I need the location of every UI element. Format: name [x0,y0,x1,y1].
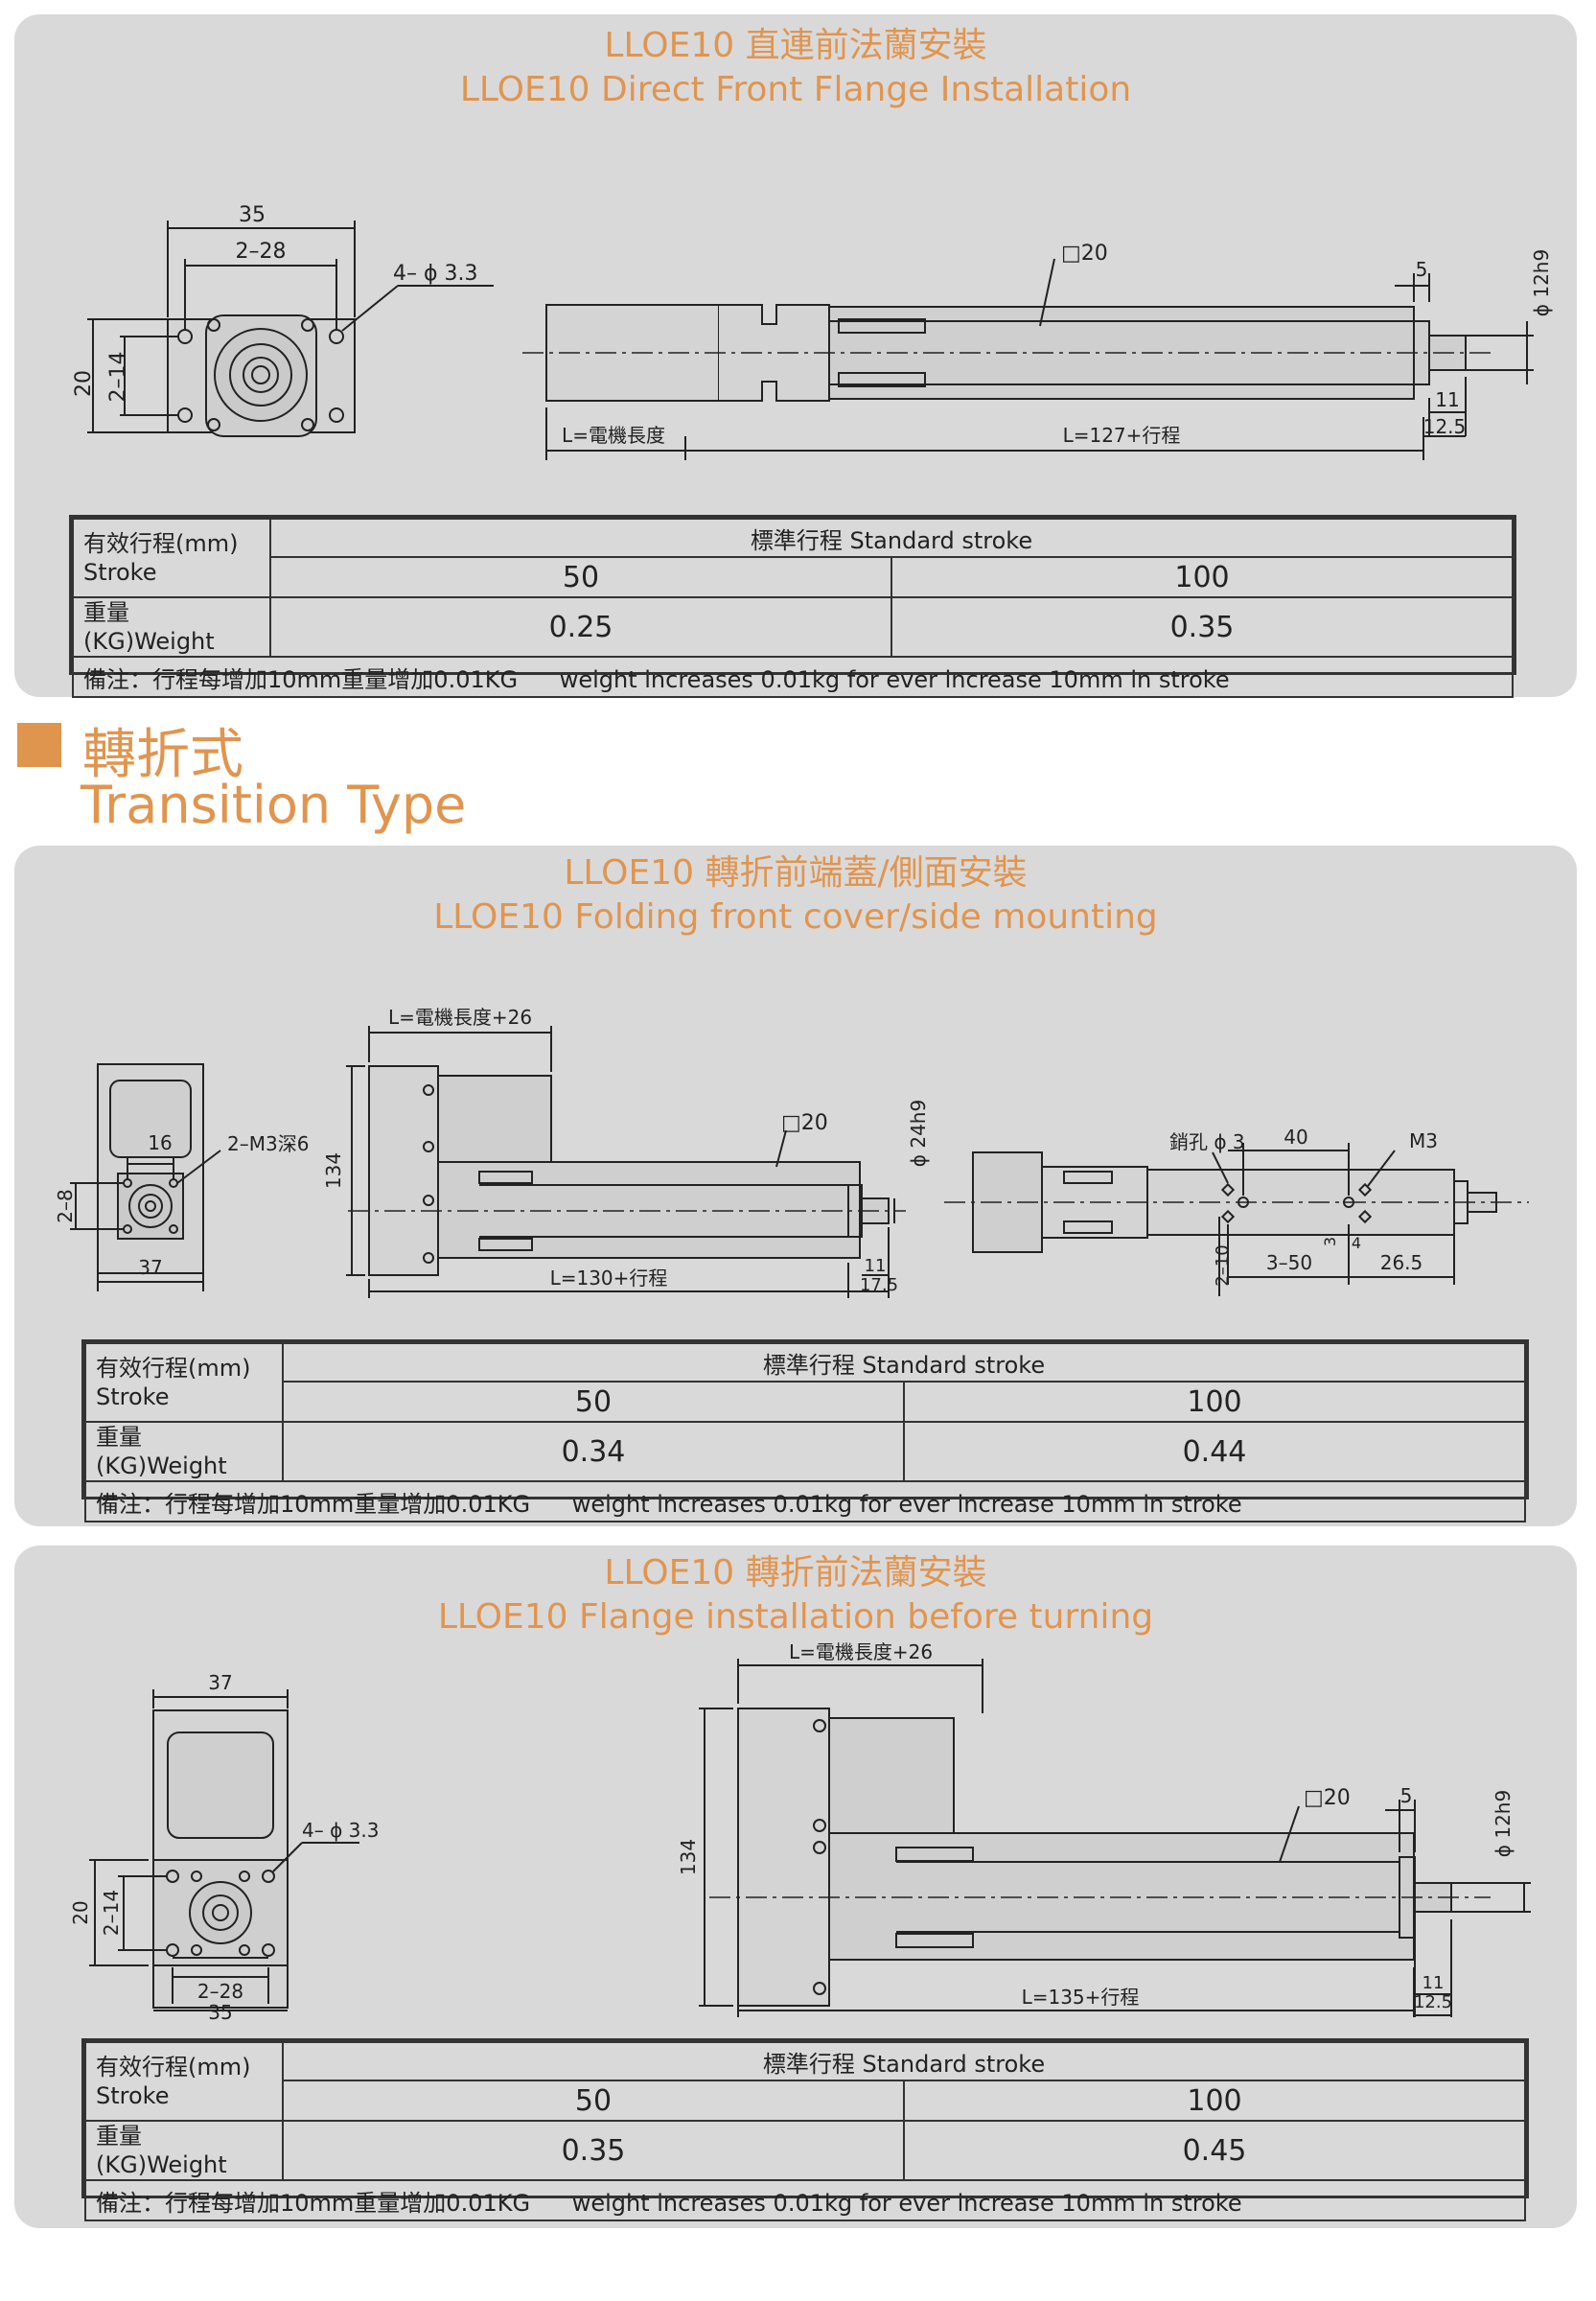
dim-20: 20 [72,370,96,397]
dim-phi-12h9: ϕ 12h9 [1492,1790,1515,1857]
weight-100: 0.45 [902,2120,1527,2181]
dim-35: 35 [208,2001,232,2024]
panel-title-zh: LLOE10 轉折前法蘭安裝 [604,1553,987,1592]
dim-5: 5 [1416,258,1428,281]
technical-drawing: 37 4– ϕ 3.3 20 2–14 2–28 35 L=電機長度+26 13… [14,1546,1577,2228]
dim-square-20: □20 [1304,1786,1351,1810]
dim-11: 11 [865,1256,887,1276]
dim-37: 37 [138,1256,162,1279]
dim-3: 3 [1321,1237,1339,1246]
dim-motor-length: L=電機長度 [562,424,665,447]
dim-37: 37 [208,1671,232,1694]
dim-4-phi: 4– ϕ 3.3 [302,1819,379,1842]
weight-label: 重量(KG)Weight [72,596,271,658]
note-zh: 備注：行程每增加10mm重量增加0.01KG [83,665,519,693]
dim-20: 20 [69,1900,92,1924]
dim-phi-24h9: ϕ 24h9 [907,1100,930,1167]
dim-2-14: 2–14 [106,352,130,403]
weight-label: 重量(KG)Weight [84,2120,284,2181]
dim-35: 35 [239,203,266,227]
stroke-50: 50 [282,2080,905,2122]
note-row: 備注：行程每增加10mm重量增加0.01KG weight increases … [72,656,1514,698]
dim-134: 134 [677,1839,700,1875]
dim-26-5: 26.5 [1380,1251,1423,1274]
panel-title-zh: LLOE10 轉折前端蓋/側面安裝 [564,853,1028,893]
note-en: weight increases 0.01kg for ever increas… [571,1490,1242,1518]
dim-body-length: L=130+行程 [550,1267,668,1290]
dim-square-20: □20 [781,1111,828,1135]
dim-pin-hole: 銷孔 ϕ 3 [1169,1130,1245,1153]
weight-100: 0.44 [902,1421,1527,1482]
note-row: 備注：行程每增加10mm重量增加0.01KG weight increases … [84,2179,1526,2221]
note-zh: 備注：行程每增加10mm重量增加0.01KG [96,2189,531,2217]
standard-stroke-header: 標準行程 Standard stroke [282,1342,1526,1383]
dim-4-phi: 4– ϕ 3.3 [393,262,477,286]
technical-drawing: 35 2–28 4– ϕ 3.3 20 2–14 □20 5 ϕ 12h9 11… [14,14,1577,697]
spec-table: 有效行程(mm) Stroke 標準行程 Standard stroke 50 … [81,1339,1529,1522]
dim-motor-length: L=電機長度+26 [789,1640,933,1663]
dim-134: 134 [322,1152,345,1189]
spec-table: 有效行程(mm) Stroke 標準行程 Standard stroke 50 … [81,2038,1529,2221]
dim-m3: M3 [1409,1129,1438,1152]
stroke-label: 有效行程(mm) Stroke [84,2041,284,2122]
section-marker [17,723,61,767]
dim-12-5: 12.5 [1414,1992,1452,2012]
dim-body-length: L=127+行程 [1063,424,1181,447]
dim-5: 5 [1400,1784,1413,1807]
standard-stroke-header: 標準行程 Standard stroke [282,2041,1526,2081]
panel-direct-flange: LLOE10 直連前法蘭安裝 LLOE10 Direct Front Flang… [14,14,1577,698]
dim-2-8: 2–8 [54,1189,77,1222]
note-en: weight increases 0.01kg for ever increas… [571,2189,1242,2217]
dim-2-10: 2–10 [1213,1244,1233,1286]
note-en: weight increases 0.01kg for ever increas… [559,665,1230,693]
dim-11: 11 [1435,388,1459,411]
weight-label: 重量(KG)Weight [84,1421,284,1482]
dim-2-28: 2–28 [236,240,287,264]
standard-stroke-header: 標準行程 Standard stroke [269,518,1514,558]
dim-square-20: □20 [1061,242,1108,266]
dim-body-length: L=135+行程 [1022,1986,1140,2009]
dim-12-5: 12.5 [1423,415,1467,438]
dim-17-5: 17.5 [860,1275,898,1295]
stroke-label: 有效行程(mm) Stroke [84,1342,284,1423]
spec-table: 有效行程(mm) Stroke 標準行程 Standard stroke 50 … [69,515,1516,698]
weight-100: 0.35 [890,596,1515,658]
weight-50: 0.35 [282,2120,905,2181]
section-title-zh: 轉折式 [82,724,243,786]
note-row: 備注：行程每增加10mm重量增加0.01KG weight increases … [84,1480,1526,1522]
drawing-svg: 35 2–28 4– ϕ 3.3 20 2–14 □20 5 ϕ 12h9 11… [72,203,1553,460]
dim-motor-length: L=電機長度+26 [388,1006,532,1029]
stroke-100: 100 [902,2080,1527,2122]
stroke-50: 50 [282,1381,905,1423]
stroke-label: 有效行程(mm) Stroke [72,518,271,598]
panel-title-en: LLOE10 Direct Front Flange Installation [459,70,1132,109]
drawing-svg: 37 4– ϕ 3.3 20 2–14 2–28 35 L=電機長度+26 13… [69,1640,1531,2024]
dim-40: 40 [1284,1126,1307,1149]
panel-folding-side: LLOE10 轉折前端蓋/側面安裝 LLOE10 Folding front c… [14,846,1577,1526]
drawing-svg: 16 2–M3深6 2–8 37 L=電機長度+26 134 □20 ϕ 24h… [54,1006,1529,1298]
dim-2-14: 2–14 [100,1890,123,1936]
panel-title-zh: LLOE10 直連前法蘭安裝 [604,26,987,65]
note-zh: 備注：行程每增加10mm重量增加0.01KG [96,1490,531,1518]
section-title-en: Transition Type [81,775,467,835]
panel-title-en: LLOE10 Folding front cover/side mounting [433,897,1158,937]
stroke-100: 100 [902,1381,1527,1423]
panel-flange-before-turning: LLOE10 轉折前法蘭安裝 LLOE10 Flange installatio… [14,1546,1577,2228]
dim-16: 16 [148,1131,172,1154]
technical-drawing: 16 2–M3深6 2–8 37 L=電機長度+26 134 □20 ϕ 24h… [14,846,1577,1526]
stroke-50: 50 [269,556,892,598]
dim-2-m3: 2–M3深6 [227,1132,309,1155]
weight-50: 0.25 [269,596,892,658]
stroke-100: 100 [890,556,1515,598]
dim-phi-12h9: ϕ 12h9 [1530,249,1553,316]
dim-11: 11 [1423,1973,1445,1993]
dim-4: 4 [1352,1234,1361,1252]
dim-2-28: 2–28 [197,1980,243,2003]
dim-3-50: 3–50 [1266,1251,1312,1274]
weight-50: 0.34 [282,1421,905,1482]
panel-title-en: LLOE10 Flange installation before turnin… [437,1597,1154,1637]
